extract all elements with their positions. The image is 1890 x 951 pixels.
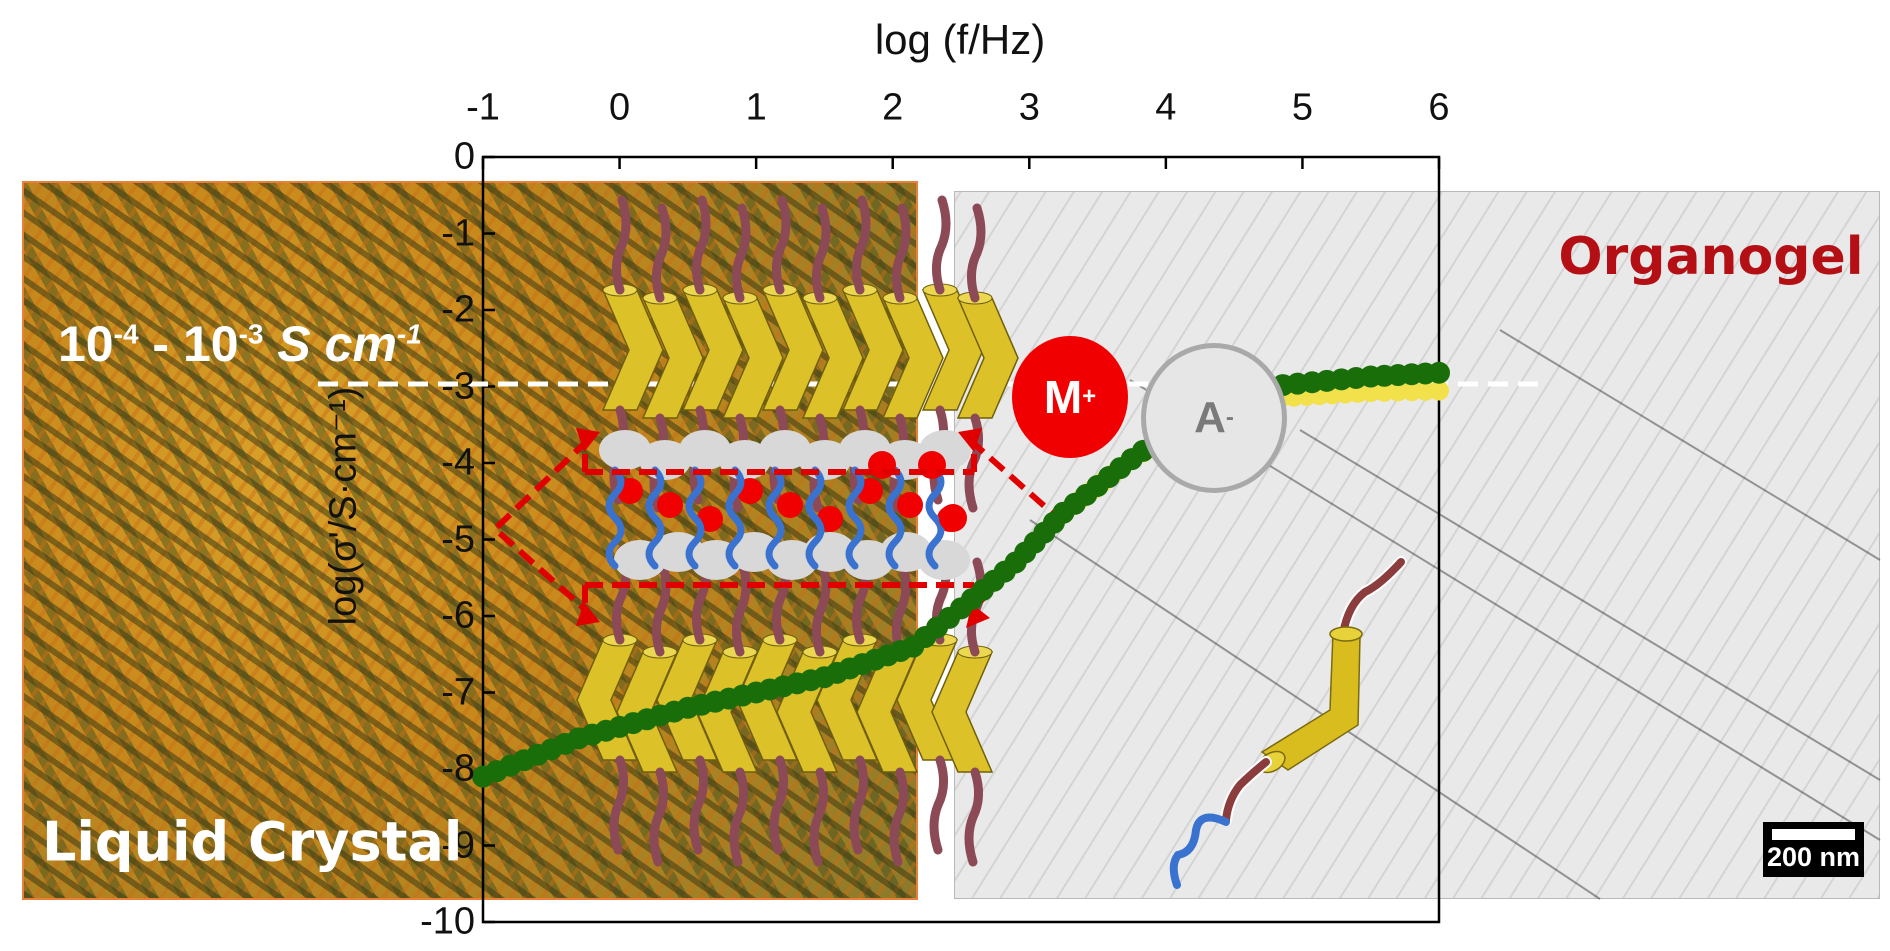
x-tick-label: -1 — [466, 86, 500, 129]
single-molecule-icon — [1169, 556, 1407, 889]
anion-symbol: A — [1194, 393, 1226, 442]
x-tick-label: 2 — [882, 86, 904, 129]
x-tick-label: 6 — [1428, 86, 1450, 129]
x-axis-ticks — [481, 157, 1441, 169]
lower-molecule-layer — [576, 545, 994, 867]
scale-bar-label: 200 nm — [1766, 842, 1861, 872]
cation-charge: + — [1082, 383, 1097, 410]
conductivity-range-label: 10-4 - 10-3 S cm-1 — [58, 315, 422, 373]
y-tick-label: -3 — [441, 365, 475, 407]
y-tick-label: 0 — [453, 135, 475, 178]
x-tick-label: 3 — [1018, 86, 1040, 129]
conductivity-separator: - — [138, 316, 183, 372]
y-tick-label: -5 — [441, 518, 475, 560]
organogel-label: Organogel — [1558, 227, 1864, 287]
conductivity-exponent-1: -4 — [113, 318, 139, 350]
y-axis-ticks — [483, 155, 495, 924]
x-tick-label: 4 — [1155, 86, 1177, 129]
y-tick-label: -9 — [441, 824, 475, 866]
x-tick-label: 1 — [745, 86, 767, 129]
y-tick-label: -1 — [441, 212, 475, 254]
cation-icon: M+ — [1012, 336, 1128, 458]
anion-charge: - — [1225, 404, 1234, 431]
conductivity-unit: S cm — [263, 316, 397, 372]
organogel-tem-micrograph — [954, 191, 1880, 899]
y-tick-label: -7 — [441, 671, 475, 713]
conductivity-unit-exponent: -1 — [396, 318, 422, 350]
conductivity-base-1: 10 — [58, 316, 114, 372]
y-tick-label: -6 — [441, 594, 475, 637]
arrow-heads — [576, 428, 990, 628]
y-tick-label: -4 — [441, 441, 475, 484]
scale-bar: 200 nm — [1763, 822, 1864, 877]
x-axis-title: log (f/Hz) — [874, 16, 1046, 63]
conductivity-base-2: 10 — [182, 316, 239, 372]
liquid-crystal-label: Liquid Crystal — [42, 810, 463, 874]
x-tick-label: 0 — [608, 86, 631, 129]
anion-icon: A- — [1141, 343, 1287, 493]
y-axis-title: log(σ'/S·cm⁻¹) — [322, 386, 365, 626]
y-tick-label: -8 — [441, 747, 475, 790]
cation-symbol: M — [1043, 371, 1083, 423]
scale-bar-line — [1772, 829, 1855, 840]
x-tick-label: 5 — [1291, 86, 1313, 129]
ion-transport-arrows — [490, 437, 1065, 615]
conductivity-exponent-2: -3 — [238, 318, 264, 350]
y-tick-label: -2 — [441, 288, 475, 331]
y-tick-label: -10 — [420, 900, 475, 943]
plot-frame — [481, 155, 1441, 924]
